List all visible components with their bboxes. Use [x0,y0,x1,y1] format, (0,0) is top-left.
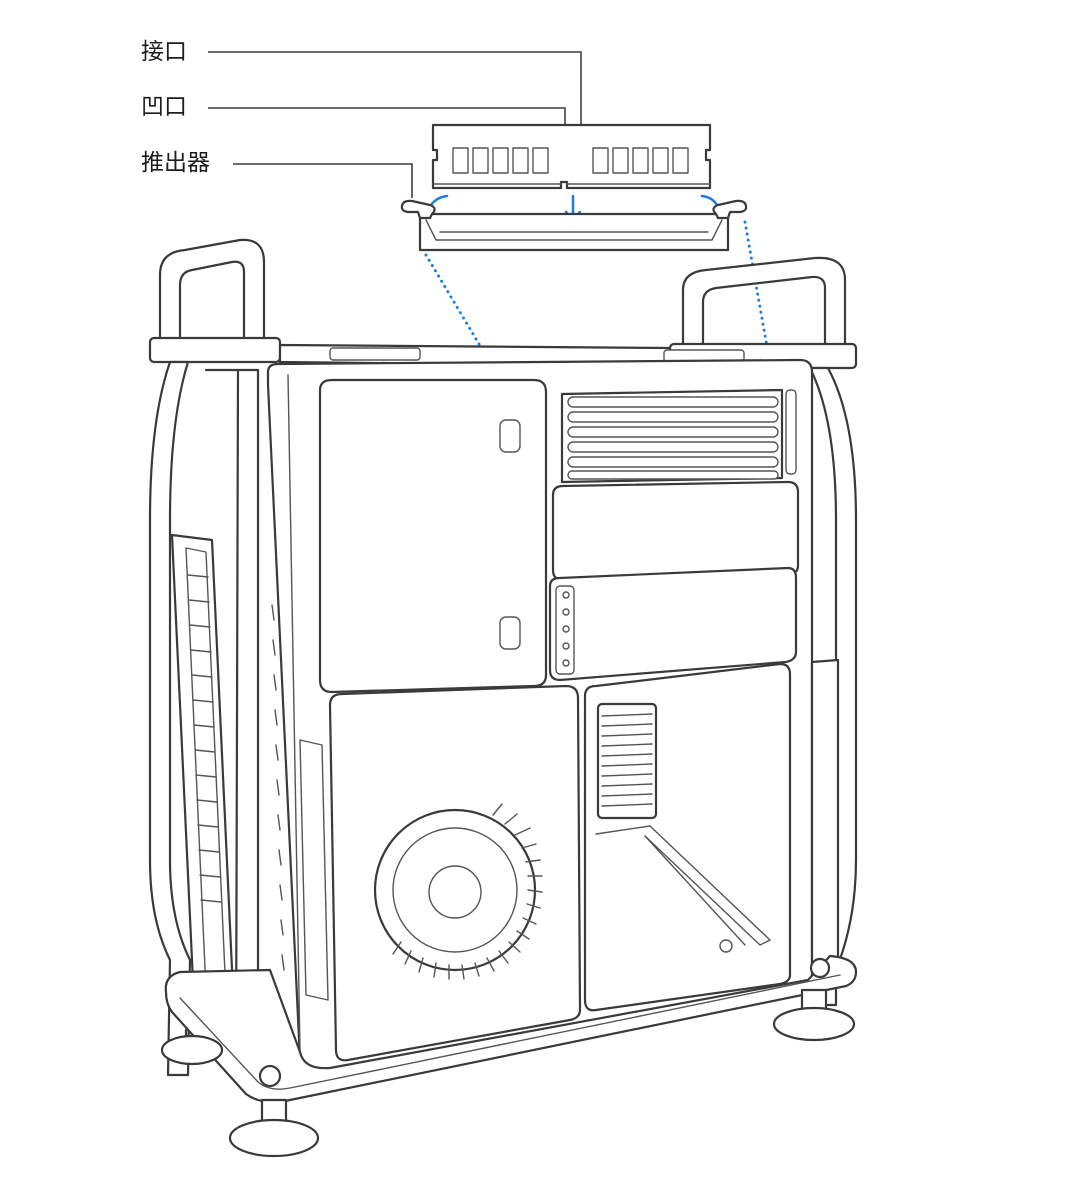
leader-ejector [233,163,413,198]
ejector-arc-right [700,194,719,207]
foot-left-back [160,1028,224,1066]
dimm-module [431,123,712,190]
label-ejector: 推出器 [141,150,210,176]
ejector-right [712,199,748,220]
fan-panel [328,684,582,1062]
port-strip [555,585,575,675]
dimm-chips-right [592,147,689,174]
lower-right-panel [583,662,792,1012]
zoom-line-right [743,220,777,394]
fan-blades [392,803,543,980]
label-notch: 凹口 [141,94,187,120]
ejector-arc-left [429,194,449,207]
side-panel-right [810,658,840,974]
module-box-upper [551,480,800,582]
module-box-lower [548,566,798,682]
base-frame [164,954,858,1104]
fan-outer [373,808,537,972]
dimm-slot-bank [560,388,797,484]
label-connector: 接口 [141,39,187,65]
foot-front [228,1098,320,1158]
cpu-cover [318,378,548,694]
foot-right [772,988,856,1042]
vent-grille [596,702,658,820]
ejector-left [400,199,436,220]
dimm-slot-detail [400,199,748,252]
dimm-chips-left [452,147,549,174]
handle-left [148,238,282,364]
